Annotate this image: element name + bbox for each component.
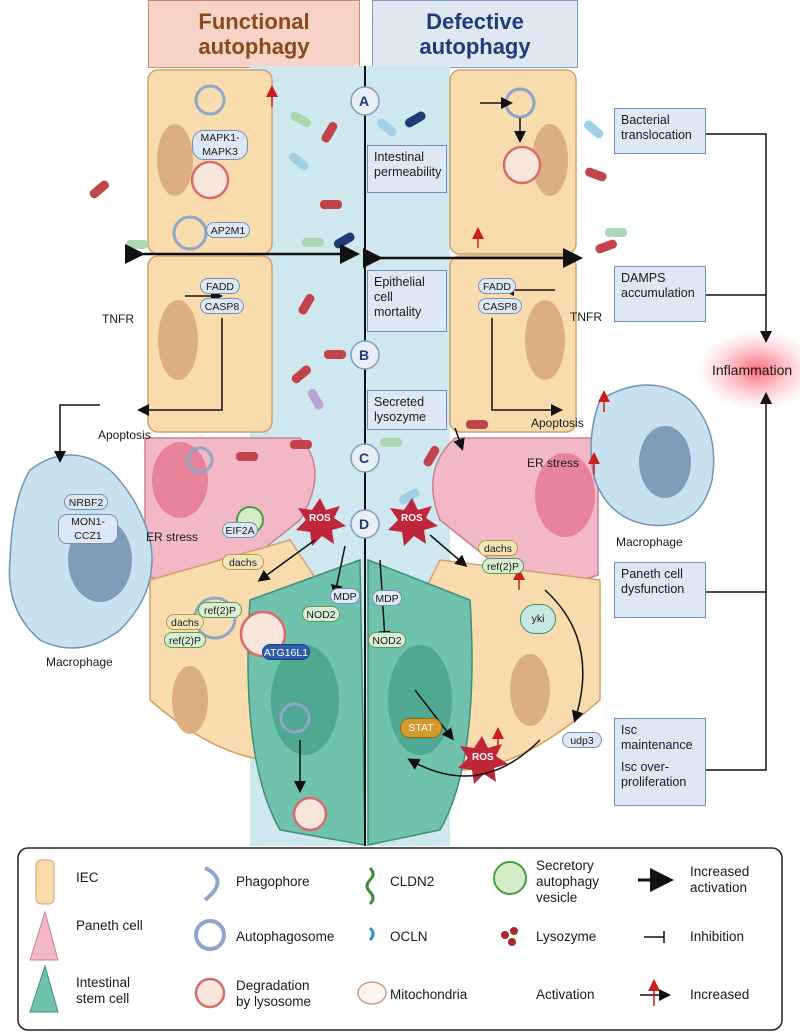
legend-activation: Activation	[536, 987, 595, 1002]
macrophage-label-right: Macrophage	[616, 535, 683, 549]
legend-phagophore: Phagophore	[236, 874, 310, 889]
mdp-label-left: MDP	[330, 588, 360, 604]
mon1-label: MON1-CCZ1	[58, 514, 118, 544]
legend-increased: Increased	[690, 987, 750, 1002]
stage-markers	[350, 86, 380, 539]
nod2-label-left: NOD2	[302, 606, 340, 622]
ros-label-right-2: ROS	[472, 752, 494, 763]
nucleus	[157, 124, 193, 196]
paneth-dysfunction-box: Paneth cell dysfunction	[614, 562, 706, 618]
stage-label-b: B	[359, 347, 370, 363]
fadd-label-right: FADD	[478, 278, 516, 294]
legend-inhibition: Inhibition	[690, 929, 745, 944]
stage-label-c: C	[359, 450, 370, 466]
legend-autophagosome: Autophagosome	[236, 929, 335, 944]
functional-autophagy-header: Functional autophagy	[148, 0, 360, 68]
ros-bursts	[296, 498, 508, 784]
nucleus	[532, 124, 568, 196]
mdp-label-right: MDP	[372, 590, 402, 606]
casp8-label-right: CASP8	[478, 298, 522, 314]
er-stress-label-right: ER stress	[527, 456, 580, 470]
stat-label: STAT	[400, 718, 442, 738]
apoptosis-label-right: Apoptosis	[531, 416, 584, 430]
nucleus	[525, 300, 565, 380]
tnfr-label-left: TNFR	[102, 312, 134, 326]
nucleus	[158, 300, 198, 380]
casp8-label: CASP8	[200, 298, 244, 314]
stem-nucleus	[271, 645, 339, 755]
stem-nucleus	[388, 645, 452, 755]
bacterial-translocation-box: Bacterial translocation	[614, 108, 706, 154]
macrophage-label-left: Macrophage	[46, 655, 113, 669]
increased-arrows	[266, 85, 610, 748]
paneth-nucleus	[152, 442, 208, 518]
refp-label-left: ref(2)P	[198, 602, 242, 618]
isc-maintenance-box: Isc maintenance	[614, 718, 706, 756]
fadd-label: FADD	[200, 278, 240, 294]
legend-ocln: OCLN	[390, 929, 428, 944]
inflammation-glow	[697, 330, 800, 410]
nucleus	[172, 666, 208, 734]
nucleus	[510, 654, 550, 726]
damps-accumulation-box: DAMPS accumulation	[614, 266, 706, 322]
tnfr-label-right: TNFR	[570, 310, 602, 324]
legend-increased-activation: Increased activation	[690, 864, 750, 895]
legend-mitochondria: Mitochondria	[390, 987, 468, 1002]
ap2m1-label: AP2M1	[206, 222, 250, 238]
dachs-label-left: dachs	[222, 554, 264, 570]
apoptosis-label-left: Apoptosis	[98, 428, 151, 442]
pathway-arrows	[54, 97, 772, 793]
legend-paneth: Paneth cell	[76, 918, 143, 933]
legend-iec: IEC	[76, 870, 99, 885]
dachs-label-right: dachs	[478, 540, 518, 556]
refp-label-right: ref(2)P	[482, 558, 524, 574]
legend-degradation: Degradation by lysosome	[236, 978, 312, 1009]
ros-label-right: ROS	[401, 513, 423, 524]
macrophage-nucleus	[639, 426, 691, 498]
defective-autophagy-header: Defective autophagy	[372, 0, 578, 68]
nrbf2-label: NRBF2	[64, 494, 108, 510]
legend-cldn2: CLDN2	[390, 874, 435, 889]
stage-label-d: D	[359, 516, 370, 532]
paneth-nucleus	[535, 453, 595, 537]
legend-icons	[29, 859, 674, 1013]
secreted-lysozyme-box: Secreted lysozyme	[367, 390, 447, 430]
isc-overproliferation-box: Isc over-proliferation	[614, 756, 706, 806]
inflammation-label: Inflammation	[712, 362, 793, 378]
dachs-label-left-2: dachs	[166, 614, 204, 630]
mapk-label: MAPK1-MAPK3	[192, 130, 248, 160]
eif2a-label: EIF2A	[222, 522, 258, 538]
legend-lysozyme: Lysozyme	[536, 929, 597, 944]
legend-frame	[17, 847, 783, 1031]
ros-label-left: ROS	[309, 513, 331, 524]
refp-label-left-2: ref(2)P	[164, 632, 206, 648]
udp3-label: udp3	[562, 732, 602, 748]
epithelial-mortality-box: Epithelial cell mortality	[367, 270, 447, 332]
legend-secretory: Secretory autophagy vesicle	[536, 858, 600, 905]
er-stress-label-left: ER stress	[146, 530, 199, 544]
legend-isc: Intestinal stem cell	[76, 975, 131, 1006]
nod2-label-right: NOD2	[368, 632, 406, 648]
atg16l1-label: ATG16L1	[262, 644, 310, 660]
intestinal-permeability-box: Intestinal permeability	[367, 145, 447, 193]
stage-label-a: A	[359, 93, 370, 109]
yki-label: yki	[520, 604, 556, 634]
